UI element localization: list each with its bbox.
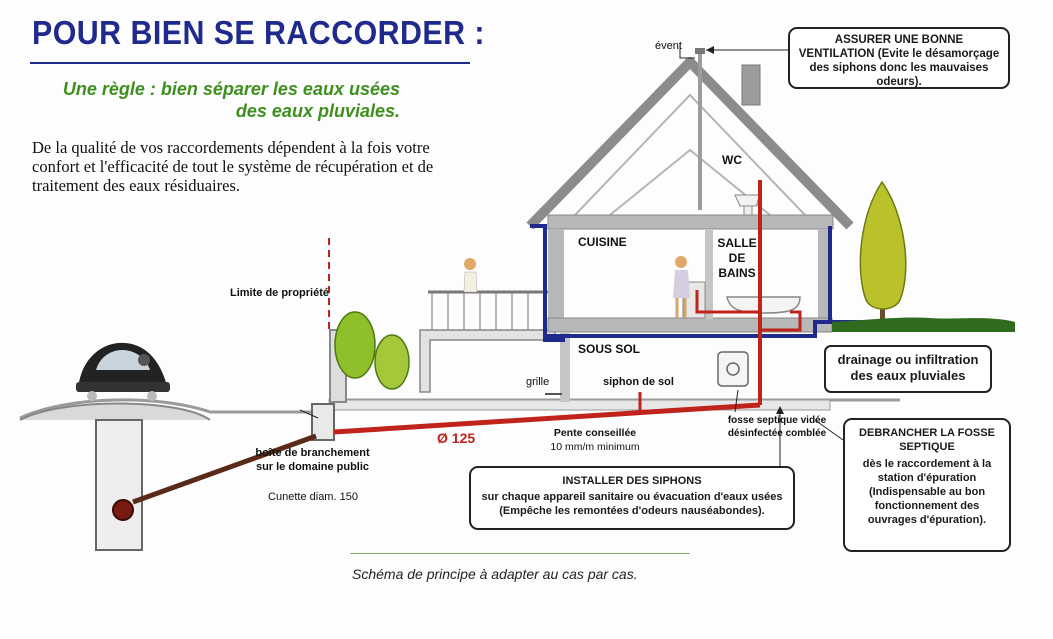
house-wall-left: [548, 229, 564, 329]
caption-rule: [350, 553, 690, 554]
label-boite-branchement: boîte de branchement sur le domaine publ…: [250, 446, 375, 474]
callout-siphons-title: INSTALLER DES SIPHONS: [477, 474, 787, 488]
shrub-left: [335, 312, 375, 378]
fosse-septique-tank: [718, 352, 748, 386]
callout-fosse: DEBRANCHER LA FOSSE SEPTIQUE dès le racc…: [843, 418, 1011, 552]
roof-truss: [575, 95, 805, 215]
callout-fosse-title: DEBRANCHER LA FOSSE SEPTIQUE: [851, 426, 1003, 454]
callout-ventilation: ASSURER UNE BONNE VENTILATION (Evite le …: [788, 27, 1010, 89]
car-icon: [76, 343, 170, 401]
label-siphon-de-sol: siphon de sol: [603, 376, 674, 389]
label-salle-de-bains: SALLE DE BAINS: [715, 236, 759, 281]
callout-drainage: drainage ou infiltration des eaux pluvia…: [824, 345, 992, 393]
label-wc: WC: [722, 154, 742, 167]
terrace-railing-bars: [432, 292, 544, 330]
label-pente-minimum: 10 mm/m minimum: [540, 441, 650, 454]
label-limite-propriete: Limite de propriété: [230, 287, 329, 300]
toilet-icon: [735, 195, 760, 215]
grass-strip: [832, 317, 1015, 332]
label-pente-conseillee: Pente conseillée: [540, 427, 650, 440]
shrub-right: [375, 335, 409, 389]
vent-cap: [695, 48, 705, 54]
label-diameter: Ø 125: [437, 430, 475, 446]
label-cuisine: CUISINE: [578, 236, 627, 249]
callout-siphons: INSTALLER DES SIPHONS sur chaque apparei…: [469, 466, 795, 530]
label-grille: grille: [526, 376, 549, 389]
tree-icon: [860, 182, 905, 309]
interior-partition: [705, 229, 713, 319]
callout-fosse-body: dès le raccordement à la station d'épura…: [851, 457, 1003, 527]
attic-floor: [548, 215, 833, 229]
caption: Schéma de principe à adapter au cas par …: [352, 566, 638, 582]
label-fosse-septique: fosse septique vidée désinfectée comblée: [722, 414, 832, 440]
person-terrace-icon: [464, 258, 477, 292]
label-sous-sol: SOUS SOL: [578, 343, 640, 356]
basement-wall: [560, 332, 570, 402]
sewer-shaft: [96, 420, 142, 550]
sewer-pipe-cross-section: [113, 500, 133, 520]
label-event: évent: [655, 40, 682, 53]
ventilation-arrowhead: [706, 46, 714, 54]
callout-siphons-body: sur chaque appareil sanitaire ou évacuat…: [477, 490, 787, 518]
label-cunette: Cunette diam. 150: [258, 491, 368, 504]
chimney: [742, 65, 760, 105]
